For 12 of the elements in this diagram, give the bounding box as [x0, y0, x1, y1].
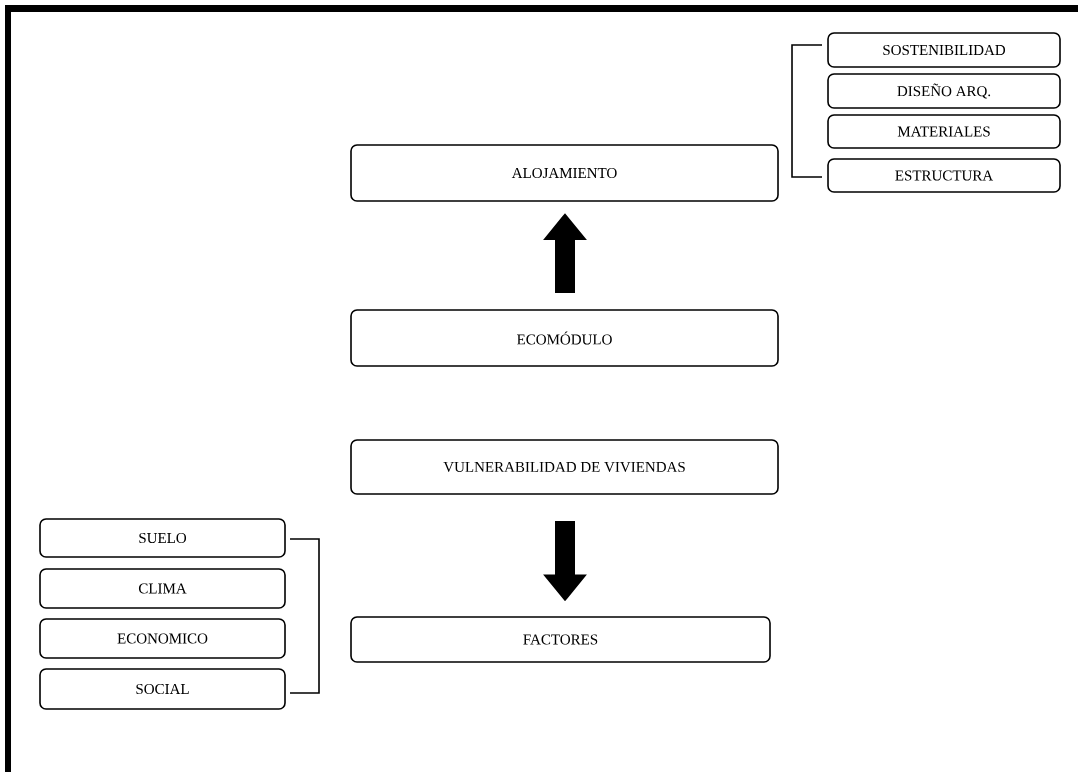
label-box: ECONOMICO: [39, 618, 286, 659]
label-box: ALOJAMIENTO: [350, 144, 779, 202]
label-box: FACTORES: [350, 616, 771, 663]
label-box: SUELO: [39, 518, 286, 558]
label-box: ECOMÓDULO: [350, 309, 779, 367]
label-box: SOSTENIBILIDAD: [827, 32, 1061, 68]
label-box: CLIMA: [39, 568, 286, 609]
label-box: MATERIALES: [827, 114, 1061, 149]
label-box: ESTRUCTURA: [827, 158, 1061, 193]
label-box: DISEÑO ARQ.: [827, 73, 1061, 109]
label-box: VULNERABILIDAD DE VIVIENDAS: [350, 439, 779, 495]
label-box: SOCIAL: [39, 668, 286, 710]
